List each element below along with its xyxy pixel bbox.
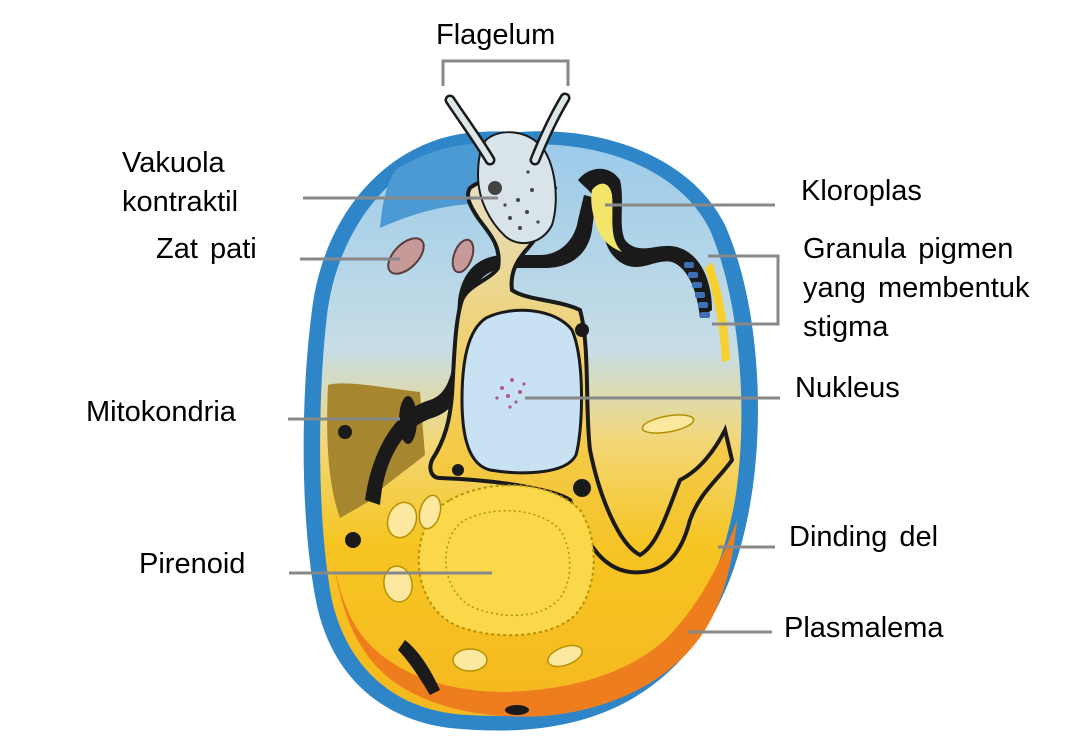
chloroplast-inner (591, 183, 622, 252)
nucleolus-speckles (495, 378, 526, 409)
label-vakuola-kontraktil: Vakuola kontraktil (122, 144, 238, 222)
label-pirenoid: Pirenoid (139, 548, 246, 580)
flagella (444, 92, 571, 166)
label-dinding-del: Dinding del (789, 521, 939, 553)
vacuole-speckles (488, 170, 540, 230)
wall-top-patch (380, 143, 505, 228)
starch-granules (383, 414, 695, 672)
label-plasmalema: Plasmalema (784, 612, 944, 644)
pyrenoid-core (445, 510, 571, 617)
label-vakuola-line1: Vakuola (122, 147, 225, 179)
label-granula-line2: yang membentuk (803, 272, 1030, 304)
granula-bracket (708, 254, 780, 326)
label-granula-pigmen: Granula pigmen yang membentuk stigma (803, 230, 1029, 347)
stigma-granules (684, 262, 710, 318)
label-vakuola-line2: kontraktil (122, 186, 239, 218)
pyrenoid-shape (417, 484, 595, 637)
label-flagelum: Flagelum (436, 19, 556, 51)
plasmalemma-zone (333, 520, 737, 717)
label-granula-line1: Granula pigmen (803, 233, 1014, 265)
label-granula-line3: stigma (803, 311, 889, 343)
mitochondria-blobs (338, 323, 591, 715)
label-mitokondria: Mitokondria (86, 396, 236, 428)
stigma-band (705, 262, 730, 362)
label-nukleus: Nukleus (795, 372, 900, 404)
leader-lines (288, 196, 780, 634)
label-kloroplas: Kloroplas (801, 175, 922, 207)
flagelum-bracket (441, 59, 570, 86)
label-zat-pati: Zat pati (156, 233, 257, 265)
zat-pati-granules (387, 237, 475, 275)
